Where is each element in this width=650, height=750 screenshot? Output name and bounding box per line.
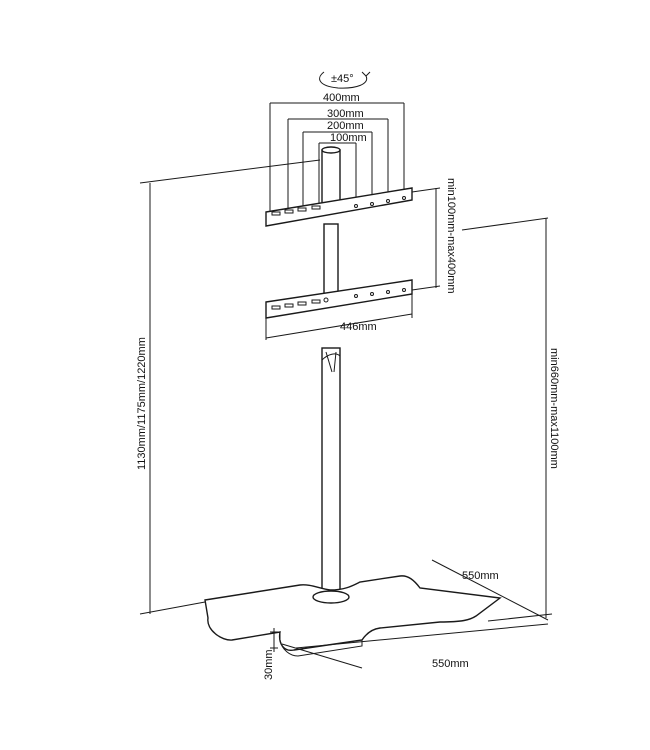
- pole-sleeve-top: [321, 353, 341, 361]
- upper-slot-1: [271, 211, 281, 216]
- upper-slot-4: [311, 205, 321, 210]
- base-width-label: 550mm: [432, 658, 469, 670]
- lower-slot-3: [297, 301, 307, 306]
- mount-height-top-ext: [461, 217, 549, 231]
- lower-bracket-arm: [265, 279, 413, 319]
- vesa-400-label: 400mm: [323, 92, 360, 104]
- base-plate: [204, 575, 502, 657]
- lower-pole-tube: [321, 347, 341, 597]
- base-plate-top: [204, 575, 502, 651]
- base-plate-edge: [279, 632, 363, 657]
- mount-height-bottom-ext: [487, 613, 553, 622]
- lower-slot-2: [284, 303, 294, 308]
- rotation-indicator: ±45°: [319, 71, 371, 89]
- total-height-label: 1130mm/1175mm/1220mm: [136, 337, 148, 470]
- total-height-dimension: 1130mm/1175mm/1220mm: [136, 159, 321, 615]
- base-thickness-label: 30mm: [263, 649, 275, 680]
- pole-top-cap: [321, 146, 341, 154]
- lower-hole-center: [323, 297, 329, 303]
- lower-hole-4: [402, 288, 406, 292]
- base-width-line: [295, 623, 549, 649]
- base-depth-dimension: 550mm: [431, 559, 549, 621]
- upper-slot-2: [284, 209, 294, 214]
- rotation-arrowhead-icon: [361, 71, 371, 77]
- rotation-arrow-icon: [319, 71, 368, 89]
- base-width-dimension: 550mm: [281, 623, 549, 670]
- lower-slot-4: [311, 299, 321, 304]
- bracket-spacing-dimension: min100mm-max400mm: [411, 178, 457, 294]
- lower-hole-1: [354, 294, 358, 298]
- lower-pole: [321, 347, 341, 597]
- bracket-width-line: [265, 313, 413, 339]
- lower-hole-2: [370, 292, 374, 296]
- bracket-spacing-label: min100mm-max400mm: [445, 178, 457, 294]
- bracket-width-label: 446mm: [340, 321, 377, 333]
- lower-hole-3: [386, 290, 390, 294]
- base-depth-line: [431, 559, 549, 621]
- bracket-width-dimension: 446mm: [265, 294, 413, 340]
- upper-bracket: [265, 187, 413, 227]
- upper-hole-4: [402, 196, 406, 200]
- upper-hole-3: [386, 199, 390, 203]
- vesa-300-label: 300mm: [327, 108, 364, 120]
- vesa-200-label: 200mm: [327, 120, 364, 132]
- mount-height-dimension: min660mm-max1100mm: [461, 217, 560, 622]
- base-thickness-dimension: 30mm: [263, 628, 278, 680]
- mount-height-label: min660mm-max1100mm: [548, 348, 560, 469]
- upper-slot-3: [297, 207, 307, 212]
- base-depth-label: 550mm: [462, 570, 499, 582]
- vesa-dimensions: 400mm 300mm 200mm 100mm: [269, 92, 405, 214]
- upper-hole-1: [354, 204, 358, 208]
- total-height-top-ext: [139, 159, 321, 184]
- upper-hole-2: [370, 202, 374, 206]
- vesa-100-label: 100mm: [330, 132, 367, 144]
- lower-bracket: [265, 279, 413, 319]
- total-height-bottom-ext: [139, 601, 206, 615]
- rotation-label: ±45°: [331, 73, 354, 85]
- lower-slot-1: [271, 305, 281, 310]
- pole-base-collar: [312, 590, 350, 604]
- middle-pole: [323, 223, 339, 301]
